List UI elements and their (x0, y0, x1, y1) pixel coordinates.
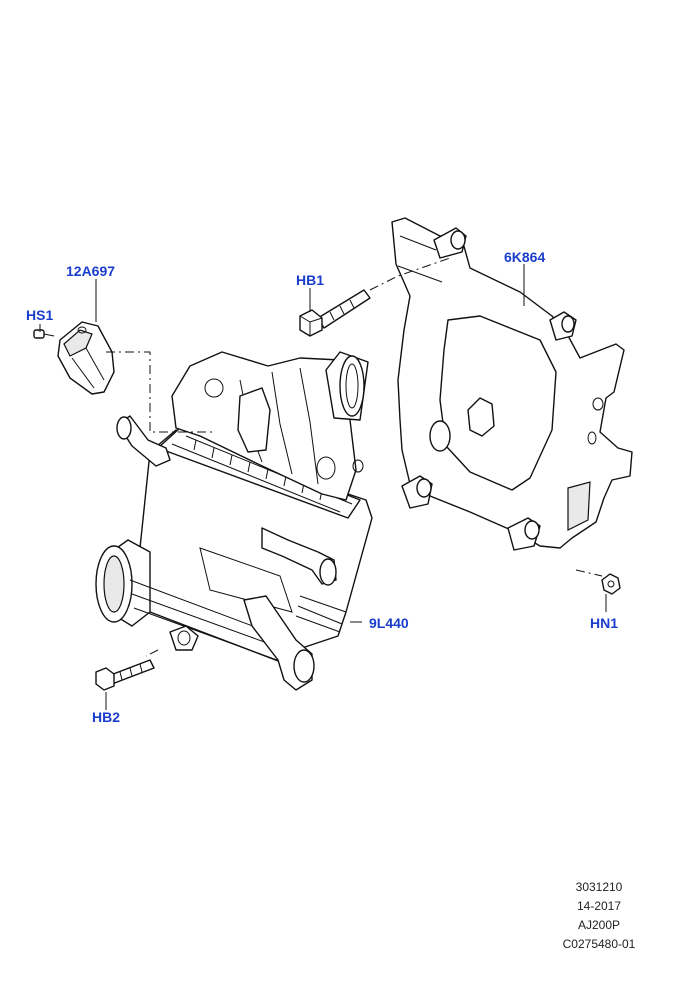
sensor-12a697 (57, 321, 115, 395)
reference-line-1: 3031210 (575, 880, 623, 894)
callout-12a697: 12A697 (66, 263, 116, 279)
screw-hs1 (33, 329, 55, 339)
reference-line-4: C0275480-01 (562, 937, 636, 951)
reference-line-2: 14-2017 (576, 899, 622, 913)
intercooler-9l440 (95, 351, 373, 691)
bracket-6k864 (391, 217, 633, 551)
reference-line-3: AJ200P (577, 918, 621, 932)
callout-hs1: HS1 (26, 307, 54, 323)
callout-6k864: 6K864 (504, 249, 546, 265)
bolt-hb1 (299, 289, 371, 337)
assembly-lines (106, 257, 603, 657)
reference-block: 3031210 14-2017 AJ200P C0275480-01 (540, 878, 658, 954)
callout-hn1: HN1 (590, 615, 619, 631)
callout-hb2: HB2 (92, 709, 121, 725)
nut-hn1 (601, 573, 621, 595)
bolt-hb2 (95, 659, 155, 691)
leader-lines (39, 264, 607, 710)
callout-9l440: 9L440 (369, 615, 409, 631)
callout-hb1: HB1 (296, 272, 325, 288)
